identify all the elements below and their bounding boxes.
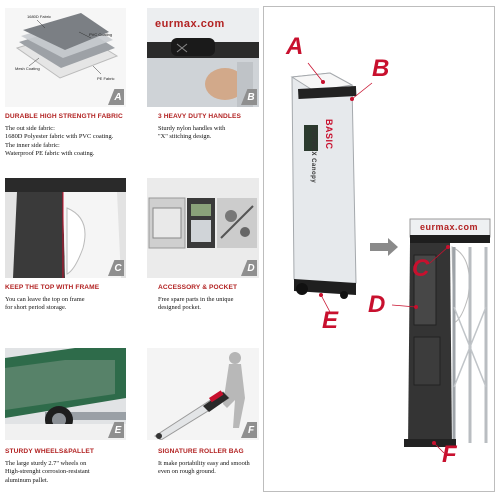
bag-basic-text: BASIC (324, 119, 334, 150)
fabric-title: DURABLE HIGH STRENGTH FABRIC (5, 113, 123, 120)
handles-desc: Sturdy nylon handles with "X" stitching … (158, 125, 226, 141)
accessory-illustration (147, 178, 259, 278)
product-overview-panel: eurmax.com EURMAX Canopy BASIC A B C D E… (263, 6, 495, 492)
label-a: A (286, 33, 304, 60)
label-e: E (322, 307, 339, 334)
handles-tile: eurmax.com B (147, 8, 259, 107)
wheels-title: STURDY WHEELS&PALLET (5, 448, 94, 455)
wheels-illustration (5, 348, 126, 440)
top-frame-title: KEEP THE TOP WITH FRAME (5, 284, 100, 291)
wheels-desc: The large sturdy 2.7" wheels on High-str… (5, 460, 90, 484)
label-c: C (412, 255, 430, 282)
fabric-tile: 1680D Fabric PVC Coating Mesh Coating PE… (5, 8, 126, 107)
handles-illustration (147, 8, 259, 107)
label-b: B (372, 55, 390, 82)
label-f: F (442, 441, 457, 468)
roller-tile: F (147, 348, 259, 440)
wheels-tile: E (5, 348, 126, 440)
accessory-title: ACCESSORY & POCKET (158, 284, 238, 291)
roller-desc: It make portability easy and smooth even… (158, 460, 250, 476)
layer-label-2: PVC Coating (89, 32, 112, 37)
layer-label-3: Mesh Coating (15, 66, 40, 71)
fabric-layers-illustration: 1680D Fabric PVC Coating Mesh Coating PE… (15, 13, 119, 81)
bag-side-text: EURMAX Canopy (310, 127, 316, 184)
accessory-tile: D (147, 178, 259, 278)
layer-label-4: PE Fabric (97, 76, 115, 81)
roller-title: SIGNATURE ROLLER BAG (158, 448, 244, 455)
roller-illustration (147, 348, 259, 440)
product-overview-illustration (290, 62, 491, 454)
layer-label-1: 1680D Fabric (27, 14, 51, 19)
fabric-desc: The out side fabric: 1680D Polyester fab… (5, 125, 114, 158)
handles-brand: eurmax.com (155, 18, 225, 30)
top-frame-illustration (5, 178, 126, 278)
frame-bag-brand: eurmax.com (420, 222, 479, 232)
handles-title: 3 HEAVY DUTY HANDLES (158, 113, 241, 120)
top-frame-desc: You can leave the top on frame for short… (5, 296, 85, 312)
label-d: D (368, 291, 386, 318)
top-frame-tile: C (5, 178, 126, 278)
accessory-desc: Free spare parts in the unique designed … (158, 296, 234, 312)
